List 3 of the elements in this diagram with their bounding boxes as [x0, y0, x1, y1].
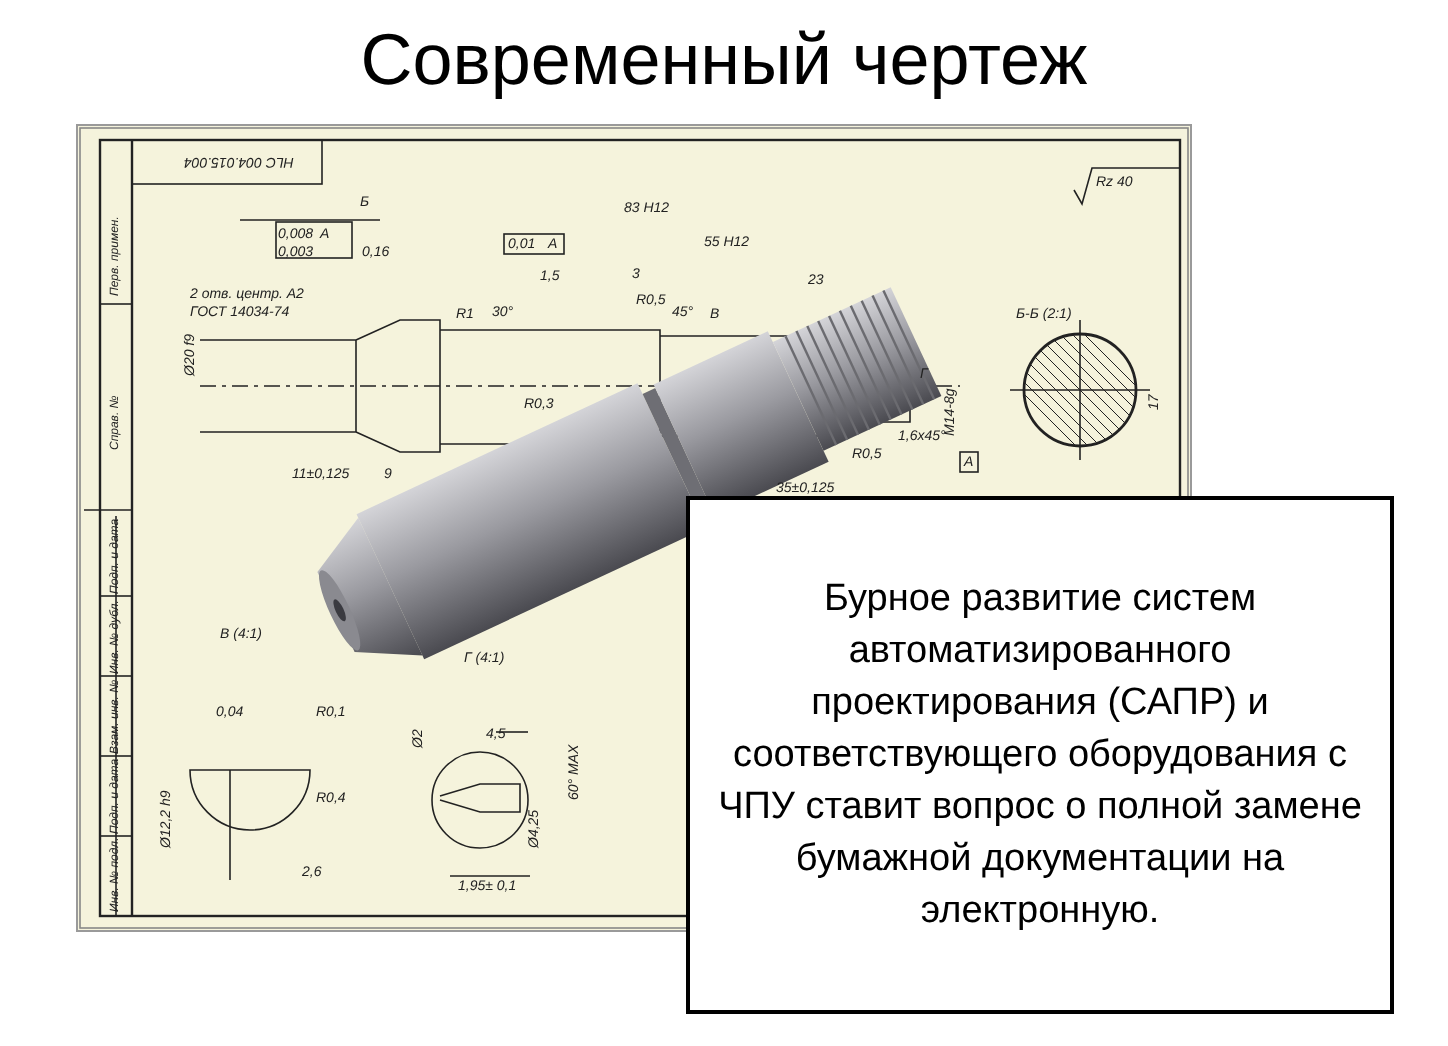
text-box — [686, 496, 1394, 1014]
body-text: Бурное развитие систем автоматизированного проектирования (САПР) и соответствующего оборудования с ЧПУ ставит вопрос о полной замене бумажной документации на электронную. — [716, 575, 1364, 935]
slide-title: Современный чертеж — [358, 16, 1090, 104]
